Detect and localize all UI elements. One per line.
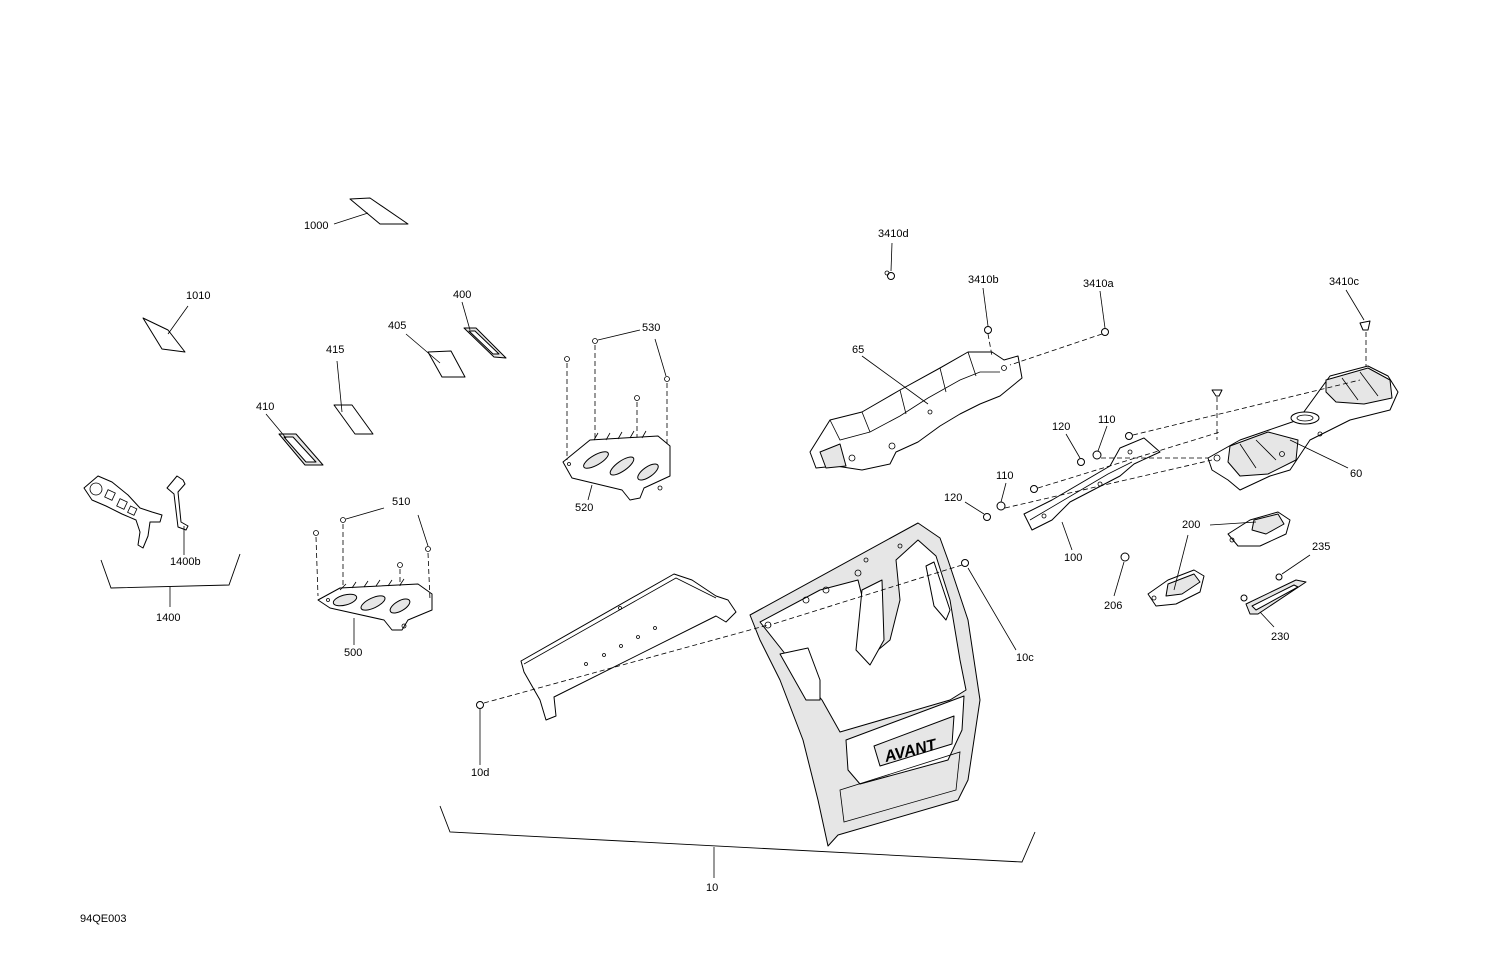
callout-405: 405 [388, 320, 406, 332]
part-10d-fastener: 10d [471, 624, 769, 779]
part-405-decal: 405 [388, 320, 466, 378]
part-110-nut-upper: 110 [1092, 414, 1133, 460]
part-10c-fastener: 10c [769, 559, 1034, 664]
callout-415: 415 [326, 344, 344, 356]
callout-520: 520 [575, 502, 593, 514]
part-400-decal: 400 [453, 289, 507, 359]
callout-1400: 1400 [156, 612, 180, 624]
part-3410d-clip: 3410d [878, 228, 909, 280]
callout-120-lower: 120 [944, 492, 962, 504]
callout-110-upper: 110 [1098, 414, 1116, 426]
fastener-alignment-lines [1004, 379, 1361, 509]
part-1000-decal: 1000 [304, 197, 409, 232]
callout-230: 230 [1271, 631, 1289, 643]
callout-10c: 10c [1016, 652, 1034, 664]
part-235-screw: 235 [1240, 541, 1330, 602]
part-10-support-bracket [520, 573, 737, 721]
callout-10: 10 [706, 882, 718, 894]
part-1400-tool-kit: 1400b 1400 [83, 475, 241, 624]
part-1010-decal: 1010 [142, 290, 210, 353]
callout-200: 200 [1182, 519, 1200, 531]
callout-400: 400 [453, 289, 471, 301]
part-110-nut-lower: 110 [996, 470, 1038, 511]
callout-530: 530 [642, 322, 660, 334]
part-520-plate: 520 [562, 430, 671, 514]
assembly-10-bracket: 10 [439, 805, 1036, 894]
part-3410a-clip: 3410a [1009, 278, 1114, 366]
callout-3410b: 3410b [968, 274, 999, 286]
part-206-grommet: 206 [1104, 552, 1130, 612]
part-415-decal: 415 [326, 344, 374, 435]
part-510-screws: 510 [313, 496, 431, 601]
callout-100: 100 [1064, 552, 1082, 564]
callout-10d: 10d [471, 767, 489, 779]
part-3410b-clip: 3410b [968, 274, 999, 357]
callout-1010: 1010 [186, 290, 210, 302]
callout-206: 206 [1104, 600, 1122, 612]
part-65-upper-shield: 65 [809, 344, 1023, 471]
callout-500: 500 [344, 647, 362, 659]
callout-1400b: 1400b [170, 556, 201, 568]
part-200-lamp-upper [1227, 511, 1291, 547]
callout-60: 60 [1350, 468, 1362, 480]
callout-120-upper: 120 [1052, 421, 1070, 433]
part-530-screws: 530 [564, 322, 670, 460]
part-60-light-housing: 60 [1207, 365, 1399, 491]
callout-3410a: 3410a [1083, 278, 1114, 290]
callout-235: 235 [1312, 541, 1330, 553]
drawing-number: 94QE003 [80, 913, 126, 925]
part-200-lamp-lower [1147, 569, 1205, 607]
part-230-reflector: 230 [1245, 579, 1307, 643]
callout-3410c: 3410c [1329, 276, 1359, 288]
callout-510: 510 [392, 496, 410, 508]
part-3410c-clip: 3410c [1329, 276, 1371, 368]
callout-65: 65 [852, 344, 864, 356]
part-60-screw [1211, 389, 1223, 440]
part-10-front-fascia: AVANT [749, 522, 981, 847]
part-120-washer-lower: 120 [944, 492, 991, 521]
part-500-plate: 500 [317, 578, 433, 659]
part-120-washer-upper: 120 [1052, 421, 1085, 466]
callout-3410d: 3410d [878, 228, 909, 240]
callout-110-lower: 110 [996, 470, 1014, 482]
callout-1000: 1000 [304, 220, 328, 232]
part-410-decal: 410 [256, 401, 324, 466]
callout-410: 410 [256, 401, 274, 413]
